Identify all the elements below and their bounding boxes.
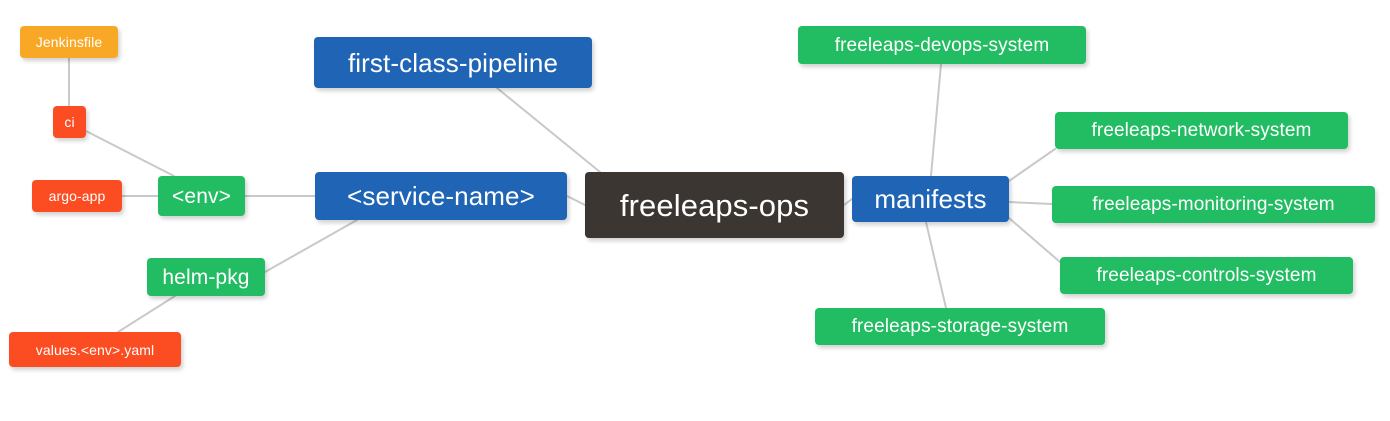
mindmap-node-label: freeleaps-ops — [619, 187, 810, 223]
mindmap-node-label: values.<env>.yaml — [35, 341, 155, 358]
mindmap-node-jenkinsfile[interactable]: Jenkinsfile — [20, 26, 118, 58]
mindmap-node-helm[interactable]: helm-pkg — [147, 258, 265, 296]
mindmap-node-label: freeleaps-storage-system — [851, 316, 1069, 337]
mindmap-node-ci[interactable]: ci — [53, 106, 86, 138]
mindmap-node-devops[interactable]: freeleaps-devops-system — [798, 26, 1086, 64]
edge-root-to-manifests — [843, 198, 853, 206]
mindmap-node-env[interactable]: <env> — [158, 176, 245, 216]
edge-manifests-to-network — [1008, 148, 1056, 182]
mindmap-node-network[interactable]: freeleaps-network-system — [1055, 112, 1348, 149]
edge-manifests-to-devops — [930, 63, 942, 177]
mindmap-node-valuesyaml[interactable]: values.<env>.yaml — [9, 332, 181, 367]
mindmap-node-label: ci — [64, 114, 75, 130]
mindmap-node-label: freeleaps-controls-system — [1096, 265, 1317, 286]
mindmap-node-label: <service-name> — [347, 181, 535, 211]
edge-helm-to-valuesyaml — [117, 295, 176, 333]
mindmap-node-service[interactable]: <service-name> — [315, 172, 567, 220]
mindmap-node-controls[interactable]: freeleaps-controls-system — [1060, 257, 1353, 294]
mindmap-node-root[interactable]: freeleaps-ops — [585, 172, 844, 238]
edge-service-to-helm — [264, 219, 358, 273]
mindmap-node-manifests[interactable]: manifests — [852, 176, 1009, 222]
mindmap-node-label: first-class-pipeline — [347, 47, 559, 78]
mindmap-node-label: <env> — [172, 184, 231, 208]
edge-root-to-service — [566, 195, 586, 206]
mindmap-node-pipeline[interactable]: first-class-pipeline — [314, 37, 592, 88]
mindmap-node-label: helm-pkg — [162, 265, 250, 289]
mindmap-node-argoapp[interactable]: argo-app — [32, 180, 122, 212]
mindmap-node-label: freeleaps-monitoring-system — [1092, 194, 1335, 215]
mindmap-node-label: freeleaps-network-system — [1091, 120, 1312, 141]
mindmap-node-label: argo-app — [48, 188, 106, 204]
edge-manifests-to-storage — [925, 221, 947, 309]
mindmap-node-label: freeleaps-devops-system — [834, 34, 1050, 56]
edge-manifests-to-controls — [1008, 217, 1061, 263]
edge-manifests-to-monitoring — [1008, 201, 1053, 205]
mindmap-node-monitoring[interactable]: freeleaps-monitoring-system — [1052, 186, 1375, 223]
mindmap-node-storage[interactable]: freeleaps-storage-system — [815, 308, 1105, 345]
edge-env-to-ci — [85, 130, 175, 177]
edge-root-to-pipeline — [496, 87, 601, 173]
mindmap-node-label: Jenkinsfile — [35, 34, 103, 50]
mindmap-node-label: manifests — [874, 184, 987, 214]
